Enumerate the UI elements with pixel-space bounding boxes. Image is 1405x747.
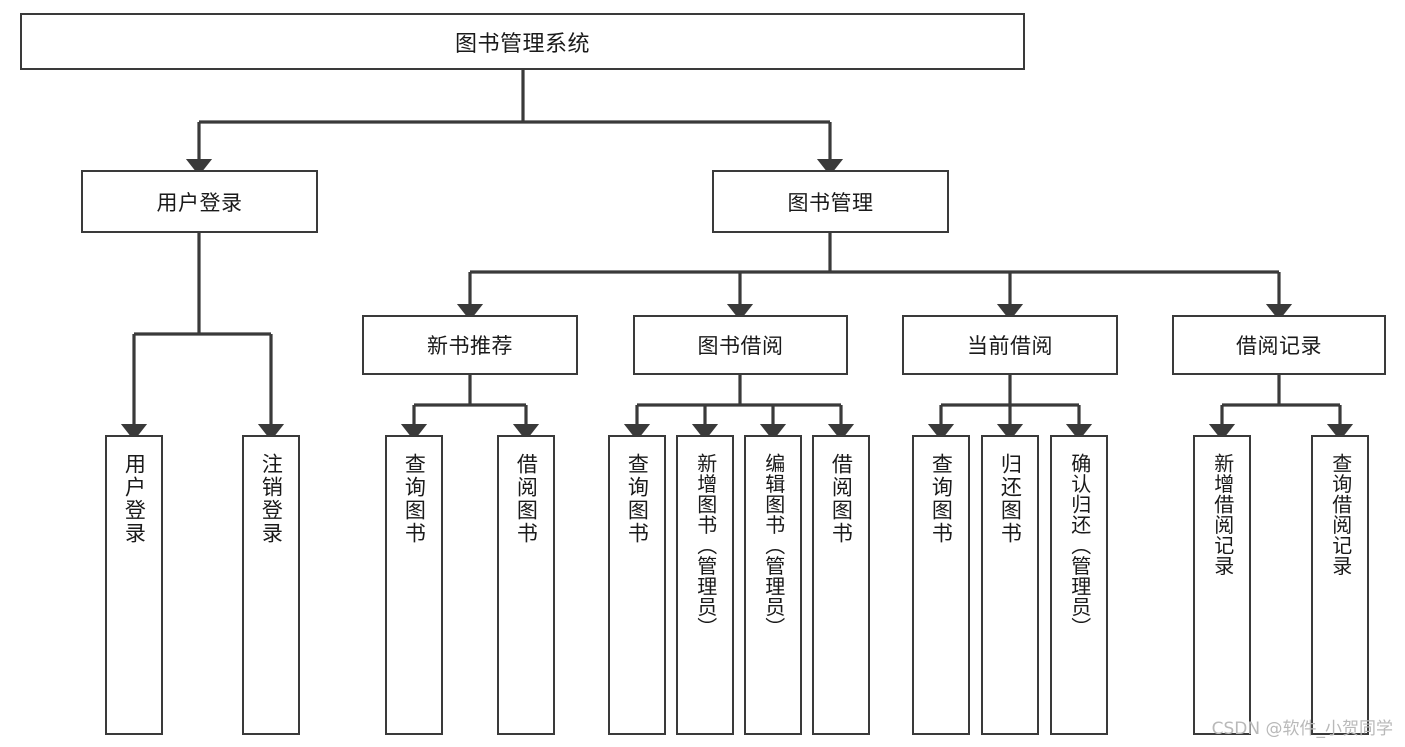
node-book-management-label: 图书管理 <box>787 190 874 215</box>
node-current-borrow-label: 当前借阅 <box>967 334 1053 358</box>
node-leaf-return-book-label: 归还图书 <box>998 453 1023 545</box>
node-leaf-edit-book-label: 编辑图书（管理员） <box>761 453 786 638</box>
node-new-book-recommend[interactable]: 新书推荐 <box>362 315 578 375</box>
node-leaf-add-book[interactable]: 新增图书（管理员） <box>676 435 734 735</box>
node-leaf-return-book[interactable]: 归还图书 <box>981 435 1039 735</box>
node-book-borrow-label: 图书借阅 <box>697 334 784 358</box>
node-leaf-add-book-label: 新增图书（管理员） <box>693 453 718 638</box>
node-leaf-query-book-2-label: 查询图书 <box>625 453 650 545</box>
node-leaf-query-book-1-label: 查询图书 <box>402 453 427 545</box>
node-leaf-borrow-book-2[interactable]: 借阅图书 <box>812 435 870 735</box>
node-leaf-edit-book[interactable]: 编辑图书（管理员） <box>744 435 802 735</box>
node-user-login[interactable]: 用户登录 <box>81 170 318 233</box>
node-borrow-record-label: 借阅记录 <box>1236 334 1322 358</box>
node-user-login-label: 用户登录 <box>156 190 243 215</box>
node-leaf-query-book-3[interactable]: 查询图书 <box>912 435 970 735</box>
node-book-borrow[interactable]: 图书借阅 <box>633 315 848 375</box>
node-leaf-user-login-label: 用户登录 <box>122 453 147 545</box>
node-new-book-recommend-label: 新书推荐 <box>427 334 513 358</box>
node-leaf-user-login[interactable]: 用户登录 <box>105 435 163 735</box>
node-root-label: 图书管理系统 <box>454 31 590 57</box>
node-leaf-logout-label: 注销登录 <box>259 453 284 545</box>
node-leaf-borrow-book-1[interactable]: 借阅图书 <box>497 435 555 735</box>
node-leaf-query-book-1[interactable]: 查询图书 <box>385 435 443 735</box>
node-leaf-borrow-book-1-label: 借阅图书 <box>514 453 539 545</box>
node-leaf-confirm-return[interactable]: 确认归还（管理员） <box>1050 435 1108 735</box>
node-root[interactable]: 图书管理系统 <box>20 13 1025 70</box>
csdn-watermark: CSDN @软件_小贺同学 <box>1211 719 1393 739</box>
node-leaf-query-record-label: 查询借阅记录 <box>1328 453 1353 576</box>
node-leaf-borrow-book-2-label: 借阅图书 <box>829 453 854 545</box>
node-borrow-record[interactable]: 借阅记录 <box>1172 315 1386 375</box>
node-current-borrow[interactable]: 当前借阅 <box>902 315 1118 375</box>
node-leaf-add-record-label: 新增借阅记录 <box>1210 453 1235 576</box>
node-leaf-logout[interactable]: 注销登录 <box>242 435 300 735</box>
node-leaf-query-record[interactable]: 查询借阅记录 <box>1311 435 1369 735</box>
node-leaf-query-book-3-label: 查询图书 <box>929 453 954 545</box>
node-leaf-add-record[interactable]: 新增借阅记录 <box>1193 435 1251 735</box>
node-leaf-confirm-return-label: 确认归还（管理员） <box>1067 453 1092 638</box>
node-book-management[interactable]: 图书管理 <box>712 170 949 233</box>
node-leaf-query-book-2[interactable]: 查询图书 <box>608 435 666 735</box>
